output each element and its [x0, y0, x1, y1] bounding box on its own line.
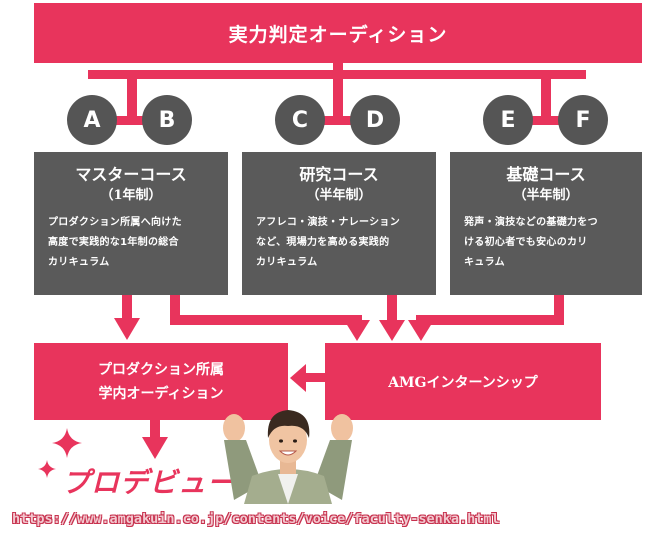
course-master: マスターコース （1年制） プロダクション所属へ向けた 高度で実践的な1年制の総… [34, 152, 228, 295]
track-e-badge: E [483, 95, 533, 145]
course-master-desc-line: 高度で実践的な1年制の総合 [48, 237, 179, 248]
connector-drop-ab [127, 70, 137, 116]
sparkle-small-icon [38, 460, 56, 478]
course-research-desc-line: カリキュラム [256, 257, 318, 268]
track-b-badge: B [142, 95, 192, 145]
track-a-badge: A [67, 95, 117, 145]
arrow-master-elbow-head [344, 320, 370, 341]
url-watermark: https://www.amgakuin.co.jp/contents/voic… [12, 511, 500, 527]
connector-drop-cd [333, 70, 343, 116]
person-photo [223, 410, 353, 504]
course-research-term: （半年制） [306, 188, 372, 203]
course-master-name: マスターコース [75, 165, 187, 184]
connector-drop-ef [541, 70, 551, 116]
arrow-basic-elbow-v2 [416, 315, 426, 321]
arrow-master-elbow-h [170, 315, 362, 325]
arrow-master-elbow-v2 [352, 315, 362, 321]
course-master-desc: プロダクション所属へ向けた 高度で実践的な1年制の総合 カリキュラム [48, 213, 214, 273]
arrow-basic-elbow-h [416, 315, 564, 325]
track-c-badge: C [275, 95, 325, 145]
arrow-left-head [290, 364, 306, 392]
production-audition-box: プロダクション所属 学内オーディション [34, 343, 288, 420]
course-master-desc-line: カリキュラム [48, 257, 110, 268]
course-basic-name: 基礎コース [506, 165, 586, 184]
arrow-master-down-shaft [122, 295, 132, 319]
track-f-badge: F [558, 95, 608, 145]
internship-box: AMGインターンシップ [325, 343, 601, 420]
course-basic-desc: 発声・演技などの基礎力をつ ける初心者でも安心のカリ キュラム [464, 213, 628, 273]
top-banner: 実力判定オーディション [34, 3, 642, 63]
course-research-desc-line: アフレコ・演技・ナレーション [256, 217, 400, 228]
production-audition-line: プロダクション所属 [98, 361, 224, 378]
arrow-master-elbow-v [170, 295, 180, 325]
connector-bar-ab [92, 116, 168, 125]
course-master-term: （1年制） [100, 188, 162, 203]
connector-bar-ef [508, 116, 584, 125]
production-audition-line: 学内オーディション [98, 385, 224, 402]
course-basic-desc-line: キュラム [464, 257, 505, 268]
sparkle-icon [52, 428, 82, 458]
internship-label: AMGインターンシップ [388, 374, 538, 391]
course-research-desc: アフレコ・演技・ナレーション など、現場力を高める実践的 カリキュラム [256, 213, 422, 273]
track-d-badge: D [350, 95, 400, 145]
course-basic-desc-line: ける初心者でも安心のカリ [464, 237, 588, 248]
course-basic-desc-line: 発声・演技などの基礎力をつ [464, 217, 598, 228]
top-banner-title: 実力判定オーディション [228, 23, 448, 46]
course-basic-term: （半年制） [513, 188, 579, 203]
arrow-basic-elbow-v [554, 295, 564, 325]
connector-bar-cd [300, 116, 376, 125]
course-research: 研究コース （半年制） アフレコ・演技・ナレーション など、現場力を高める実践的… [242, 152, 436, 295]
arrow-research-down-shaft [387, 295, 397, 321]
arrow-research-down-head [379, 320, 405, 341]
course-research-desc-line: など、現場力を高める実践的 [256, 237, 390, 248]
arrow-debut-shaft [150, 419, 160, 439]
connector-stem [333, 62, 343, 76]
course-basic: 基礎コース （半年制） 発声・演技などの基礎力をつ ける初心者でも安心のカリ キ… [450, 152, 642, 295]
course-research-name: 研究コース [299, 165, 379, 184]
arrow-debut-head [142, 437, 168, 459]
arrow-master-down-head [114, 318, 140, 340]
arrow-left-shaft [305, 373, 327, 382]
arrow-basic-elbow-head [408, 320, 434, 341]
course-master-desc-line: プロダクション所属へ向けた [48, 217, 182, 228]
